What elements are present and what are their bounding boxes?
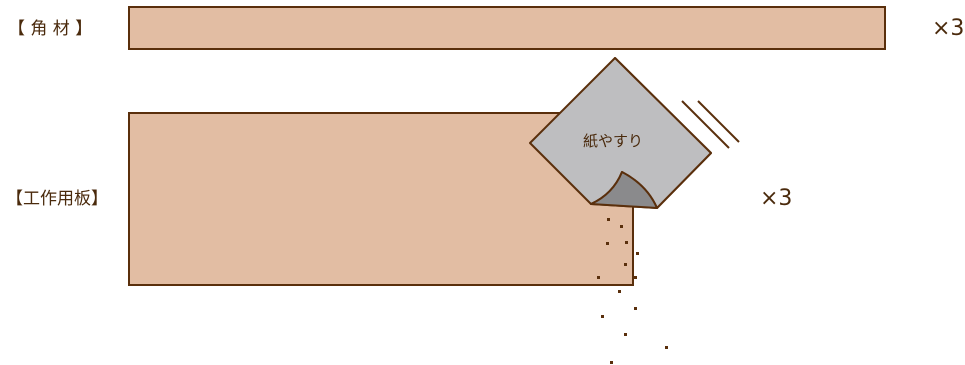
square-lumber-piece (128, 6, 886, 50)
plywood-board-count: ×3 (760, 186, 792, 211)
sandpaper-sheet: 紙やすり (529, 57, 712, 209)
sawdust-particles (597, 218, 668, 364)
square-lumber-label: 【 角 材 】 (8, 19, 92, 39)
plywood-board-label: 【工作用板】 (6, 189, 108, 209)
square-lumber-count: ×3 (932, 16, 964, 41)
sandpaper-label: 紙やすり (583, 132, 643, 150)
motion-lines (681, 100, 740, 149)
sandpaper-curled-corner (590, 171, 658, 209)
